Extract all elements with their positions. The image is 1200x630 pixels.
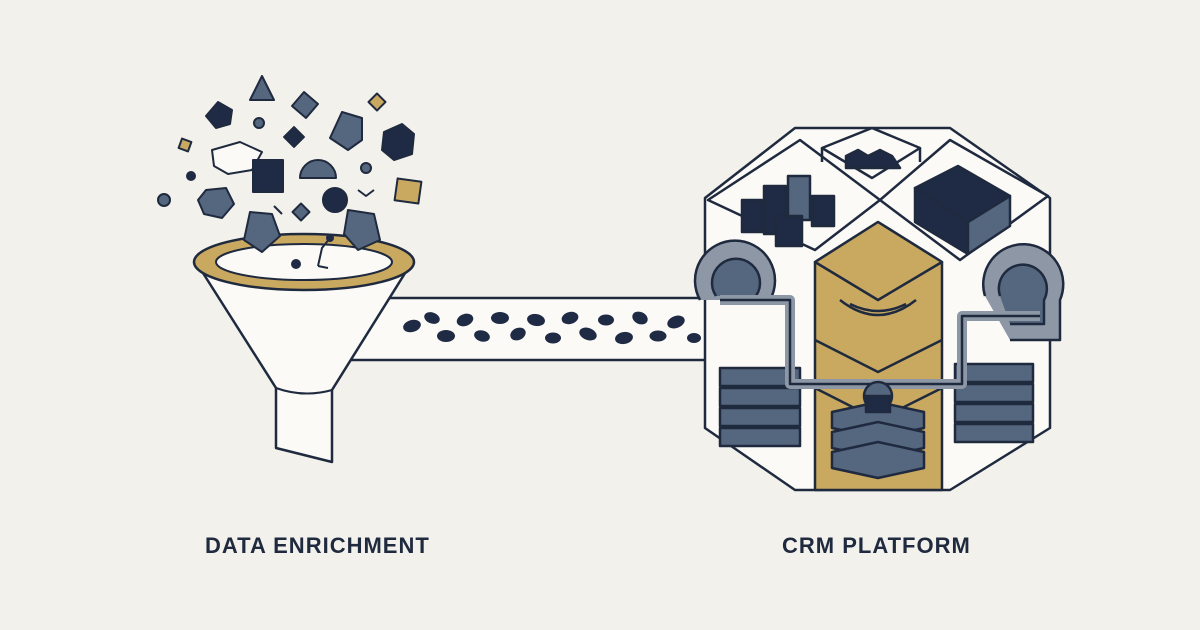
crm-platform-icon [693,126,1065,492]
server-stack-right [953,362,1035,444]
data-pellets [403,311,701,345]
data-enrichment-label: DATA ENRICHMENT [205,533,430,558]
data-fragments [157,75,423,253]
data-pipe [348,296,722,362]
crm-platform-label: CRM PLATFORM [782,533,971,558]
server-stack-left [718,366,802,448]
block-cluster [740,174,836,248]
server-stack-center [830,400,926,480]
